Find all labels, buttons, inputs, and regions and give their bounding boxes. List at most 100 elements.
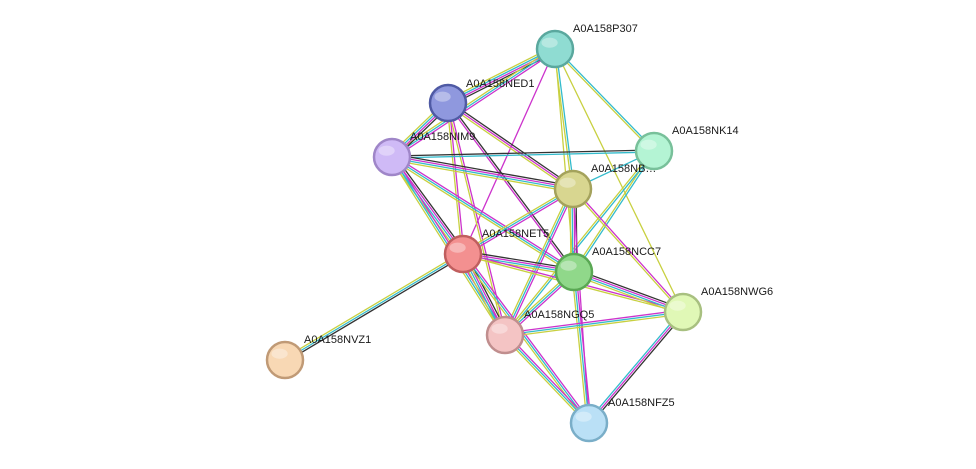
edge-evidence-black: [393, 154, 467, 253]
edge-nbx2-net5[interactable]: [461, 186, 575, 257]
node-label: A0A158NCC7: [592, 246, 661, 258]
node-highlight: [669, 300, 686, 311]
edge-evidence-yellow: [553, 49, 654, 153]
edge-evidence-cyan: [391, 151, 655, 159]
edge-evidence-yellow: [390, 46, 555, 156]
edge-evidence-black: [448, 101, 576, 273]
edge-evidence-yellow: [572, 274, 683, 316]
edge-evidence-cyan: [391, 48, 556, 158]
edge-evidence-magenta: [463, 252, 592, 423]
edge-evidence-cyan: [446, 47, 556, 103]
node-ned1[interactable]: A0A158NED1: [428, 78, 535, 123]
node-label: A0A158NK14: [672, 125, 739, 137]
edge-evidence-magenta: [588, 311, 684, 424]
edge-nbx2-ngq5[interactable]: [502, 187, 576, 337]
edge-evidence-magenta: [392, 50, 557, 160]
edge-nbx2-nwg6[interactable]: [571, 187, 685, 314]
edge-evidence-yellow: [390, 159, 574, 193]
network-edges: [283, 45, 686, 426]
edge-evidence-yellow: [502, 187, 572, 335]
node-circle: [663, 292, 703, 332]
edge-nim9-nk14[interactable]: [391, 149, 655, 159]
node-p307[interactable]: A0A158P307: [535, 23, 638, 69]
edge-evidence-cyan: [505, 150, 656, 337]
edge-evidence-black: [574, 268, 685, 310]
edge-evidence-magenta: [446, 102, 574, 274]
node-circle: [634, 131, 674, 171]
edge-evidence-black: [285, 255, 465, 363]
edge-evidence-yellow: [571, 271, 588, 424]
edge-evidence-black: [589, 312, 686, 425]
node-label: A0A158NED1: [466, 78, 535, 90]
node-highlight: [271, 348, 288, 359]
network-nodes: A0A158P307A0A158NED1A0A158NK14A0A158NIM9…: [265, 23, 773, 443]
node-highlight: [449, 242, 466, 253]
edge-p307-nwg6[interactable]: [554, 48, 684, 313]
node-highlight: [560, 260, 577, 271]
node-label: A0A158NB…: [591, 163, 656, 175]
node-label: A0A158NIM9: [410, 131, 475, 143]
node-nbx2[interactable]: A0A158NB…: [553, 163, 656, 209]
node-circle: [428, 83, 468, 123]
edge-evidence-yellow: [446, 103, 573, 192]
edge-evidence-cyan: [284, 253, 464, 361]
node-highlight: [640, 139, 657, 150]
edge-evidence-magenta: [575, 271, 592, 424]
edge-ncc7-nfz5[interactable]: [571, 271, 592, 424]
edge-evidence-cyan: [555, 48, 575, 190]
edge-evidence-magenta: [573, 187, 685, 312]
node-net5[interactable]: A0A158NET5: [443, 228, 549, 274]
edge-p307-nk14[interactable]: [553, 47, 656, 153]
node-nfz5[interactable]: A0A158NFZ5: [569, 397, 675, 443]
edge-evidence-cyan: [504, 188, 574, 336]
edge-ngq5-nwg6[interactable]: [504, 309, 684, 338]
edge-evidence-yellow: [554, 48, 684, 313]
edge-evidence-yellow: [461, 186, 573, 253]
edge-nbx2-nfz5[interactable]: [572, 188, 590, 424]
edge-nk14-ngq5[interactable]: [503, 149, 656, 337]
node-circle: [553, 169, 593, 209]
edge-ngq5-nfz5[interactable]: [502, 332, 592, 426]
edge-evidence-yellow: [504, 313, 684, 338]
node-ngq5[interactable]: A0A158NGQ5: [485, 309, 594, 355]
node-label: A0A158NGQ5: [524, 309, 594, 321]
edge-evidence-magenta: [447, 102, 574, 190]
edge-evidence-cyan: [586, 310, 683, 423]
edge-net5-nvz1[interactable]: [283, 251, 465, 363]
edge-evidence-magenta: [448, 102, 465, 255]
edge-evidence-magenta: [573, 270, 684, 312]
edge-evidence-magenta: [506, 189, 576, 337]
edge-evidence-cyan: [504, 311, 684, 336]
node-label: A0A158NWG6: [701, 286, 773, 298]
edge-evidence-black: [391, 153, 575, 187]
node-nim9[interactable]: A0A158NIM9: [372, 131, 475, 177]
edge-evidence-yellow: [445, 45, 555, 101]
node-circle: [554, 252, 594, 292]
node-label: A0A158NFZ5: [608, 397, 675, 409]
node-highlight: [378, 145, 395, 156]
edge-evidence-yellow: [502, 335, 589, 426]
edge-evidence-cyan: [391, 157, 574, 191]
edge-evidence-magenta: [505, 332, 592, 423]
node-circle: [535, 29, 575, 69]
edge-evidence-magenta: [391, 155, 574, 189]
edge-evidence-black: [448, 100, 575, 189]
node-nvz1[interactable]: A0A158NVZ1: [265, 334, 371, 380]
edge-ned1-net5[interactable]: [446, 102, 465, 255]
edge-p307-nim9[interactable]: [390, 46, 557, 160]
edge-nwg6-nfz5[interactable]: [586, 310, 686, 425]
node-circle: [569, 403, 609, 443]
node-nwg6[interactable]: A0A158NWG6: [663, 286, 773, 332]
edge-evidence-yellow: [446, 102, 463, 255]
edge-evidence-cyan: [462, 188, 574, 255]
edge-ncc7-nwg6[interactable]: [572, 268, 685, 316]
node-circle: [372, 137, 412, 177]
node-nk14[interactable]: A0A158NK14: [634, 125, 739, 171]
node-label: A0A158NET5: [482, 228, 549, 240]
edge-ned1-nbx2[interactable]: [446, 100, 575, 192]
edge-evidence-cyan: [462, 253, 590, 424]
edge-nim9-nbx2[interactable]: [390, 153, 575, 193]
node-ncc7[interactable]: A0A158NCC7: [554, 246, 661, 292]
edge-ned1-ncc7[interactable]: [446, 101, 576, 274]
